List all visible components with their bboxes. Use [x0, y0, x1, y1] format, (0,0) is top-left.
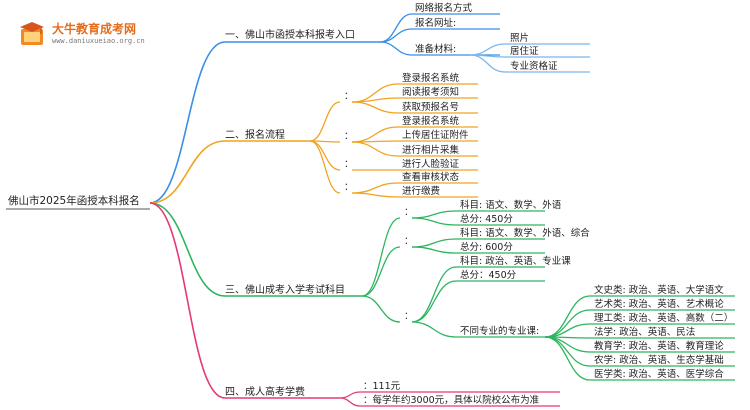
- branch-exam-subjects: 三、佛山成考入学考试科目: [225, 285, 345, 296]
- connector: [544, 336, 591, 353]
- major-course: 文史类: 政治、英语、大学语文: [594, 285, 724, 296]
- major-course: 法学: 政治、英语、民法: [594, 327, 696, 338]
- connector: [351, 141, 399, 157]
- major-course: 理工类: 政治、英语、高数（二）: [594, 313, 734, 324]
- branch-tuition: 四、成人高考学费: [225, 387, 305, 398]
- connector: [361, 217, 401, 297]
- process-step: 登录报名系统: [402, 116, 460, 127]
- exam-group-2: ：: [404, 236, 414, 247]
- exam-entry: 科目: 语文、数学、外语: [460, 200, 562, 211]
- process-group-4: ：: [344, 182, 354, 193]
- major-course: 艺术类: 政治、英语、艺术概论: [594, 299, 724, 310]
- root-node: 佛山市2025年函授本科报名: [8, 195, 140, 207]
- connector: [149, 140, 226, 204]
- material-certificate: 专业资格证: [510, 61, 558, 72]
- connector: [469, 54, 506, 73]
- connector: [351, 97, 399, 103]
- connector: [361, 295, 401, 323]
- process-step: 查看审核状态: [402, 172, 460, 183]
- tuition-fee: ：111元: [363, 381, 401, 392]
- connector: [544, 336, 591, 381]
- exam-group-3: ：: [404, 311, 414, 322]
- graduation-book-logo-icon: [20, 22, 44, 45]
- connector: [351, 83, 399, 103]
- connector: [339, 391, 361, 399]
- connector: [351, 126, 399, 143]
- connector: [411, 246, 457, 254]
- connector: [351, 182, 399, 194]
- exam-entry: 总分: 450分: [460, 214, 513, 225]
- exam-group-1: ：: [404, 207, 414, 218]
- tuition-annual: ：每学年约3000元，具体以院校公布为准: [363, 395, 540, 406]
- process-group-2: ：: [344, 131, 354, 142]
- major-course: 农学: 政治、英语、生态学基础: [594, 355, 724, 366]
- process-group-1: ：: [344, 91, 354, 102]
- connector: [149, 41, 226, 204]
- connector: [411, 280, 457, 323]
- connector: [411, 210, 457, 219]
- branch-process: 二、报名流程: [225, 130, 285, 141]
- branch-entrance: 一、佛山市函授本科报考入口: [225, 30, 355, 41]
- exam-entry: 科目: 语文、数学、外语、综合: [460, 228, 590, 239]
- connector: [339, 397, 361, 407]
- entrance-method: 网络报名方式: [415, 3, 473, 14]
- connector: [411, 321, 457, 338]
- exam-majors: 不同专业的专业课:: [460, 326, 540, 337]
- process-step: 阅读报考须知: [402, 87, 460, 98]
- connector: [544, 309, 591, 338]
- connector: [411, 238, 457, 248]
- exam-entry: 总分：450分: [460, 270, 517, 281]
- connector: [351, 192, 399, 198]
- connector: [149, 202, 226, 399]
- connector: [411, 266, 457, 323]
- connector: [309, 140, 341, 194]
- connector: [361, 246, 401, 297]
- connector: [379, 28, 413, 43]
- exam-entry: 总分: 600分: [460, 242, 513, 253]
- major-course: 教育学: 政治、英语、教育理论: [594, 341, 724, 352]
- process-step: 进行缴费: [402, 186, 441, 197]
- process-step: 进行人脸验证: [402, 159, 460, 170]
- connector: [411, 217, 457, 226]
- material-residence: 居住证: [510, 46, 539, 57]
- major-course: 医学类: 政治、英语、医学综合: [594, 369, 724, 380]
- logo-title: 大牛教育成考网: [52, 22, 137, 36]
- connector: [351, 101, 399, 114]
- entrance-url: 报名网址:: [415, 18, 457, 29]
- process-step: 进行相片采集: [402, 145, 460, 156]
- process-group-3: ：: [344, 159, 354, 170]
- entrance-materials: 准备材料:: [415, 44, 457, 55]
- connector: [379, 13, 413, 43]
- logo-url: www.daniuxueiao.org.cn: [52, 37, 145, 45]
- exam-entry: 科目: 政治、英语、专业课: [460, 256, 571, 267]
- connector: [379, 41, 413, 56]
- process-step: 上传居住证附件: [402, 130, 469, 141]
- site-logo[interactable]: 大牛教育成考网 www.daniuxueiao.org.cn: [18, 18, 188, 52]
- connector: [469, 43, 506, 56]
- connector: [309, 101, 341, 142]
- connector: [149, 202, 226, 297]
- material-photo: 照片: [510, 33, 530, 44]
- process-step: 获取预报名号: [402, 102, 460, 113]
- process-step: 登录报名系统: [402, 73, 460, 84]
